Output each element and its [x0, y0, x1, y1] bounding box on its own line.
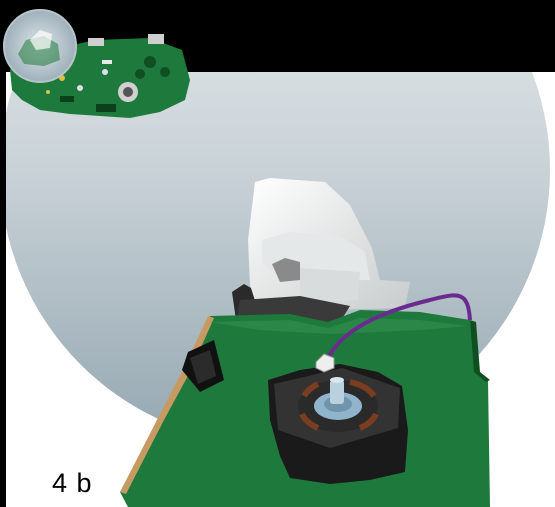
magnifier-lens-icon [4, 10, 76, 82]
step-label: 4 b [52, 468, 93, 499]
vibration-motor [268, 364, 408, 484]
